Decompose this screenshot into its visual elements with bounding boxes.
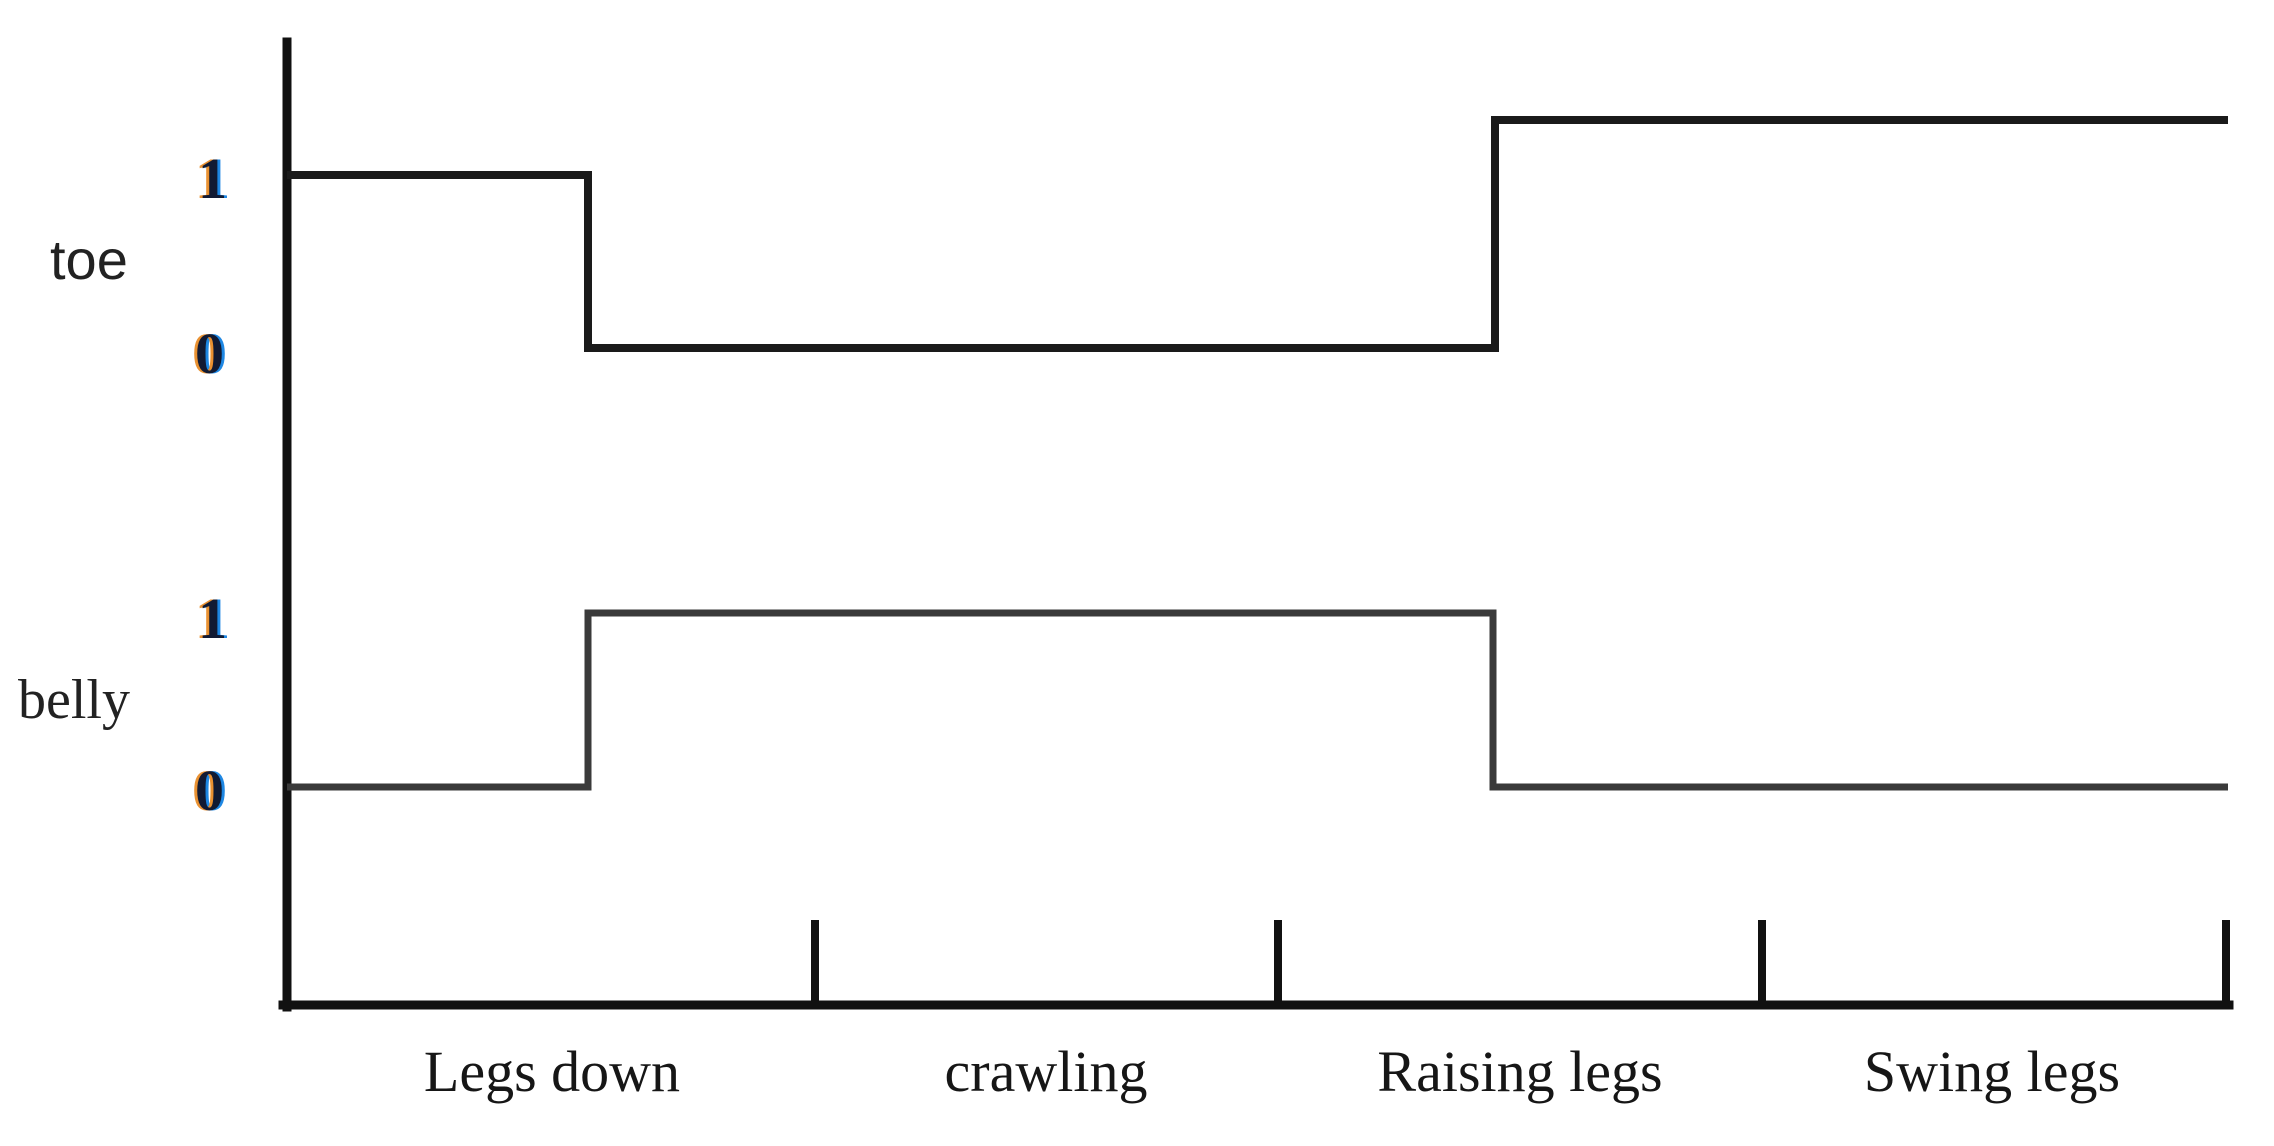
x-category-label-raising-legs: Raising legs	[1377, 1039, 1663, 1104]
x-tick-group	[811, 920, 2230, 1005]
x-category-label-legs-down: Legs down	[423, 1039, 681, 1104]
toe-waveform	[287, 116, 2228, 352]
channel-label-toe: toe	[50, 228, 128, 291]
y-label-belly-high: 1	[198, 586, 227, 651]
y-label-toe-low: 0	[195, 321, 224, 386]
belly-waveform	[287, 609, 2228, 791]
y-label-toe-high: 1	[198, 146, 227, 211]
x-category-label-crawling: crawling	[944, 1039, 1148, 1104]
belly-signal-line	[287, 609, 2228, 791]
toe-signal-line	[287, 116, 2228, 352]
x-category-label-swing-legs: Swing legs	[1863, 1039, 2121, 1104]
y-label-belly-low: 0	[195, 758, 224, 823]
axes-group	[278, 37, 2234, 1012]
channel-label-belly: belly	[18, 669, 130, 731]
